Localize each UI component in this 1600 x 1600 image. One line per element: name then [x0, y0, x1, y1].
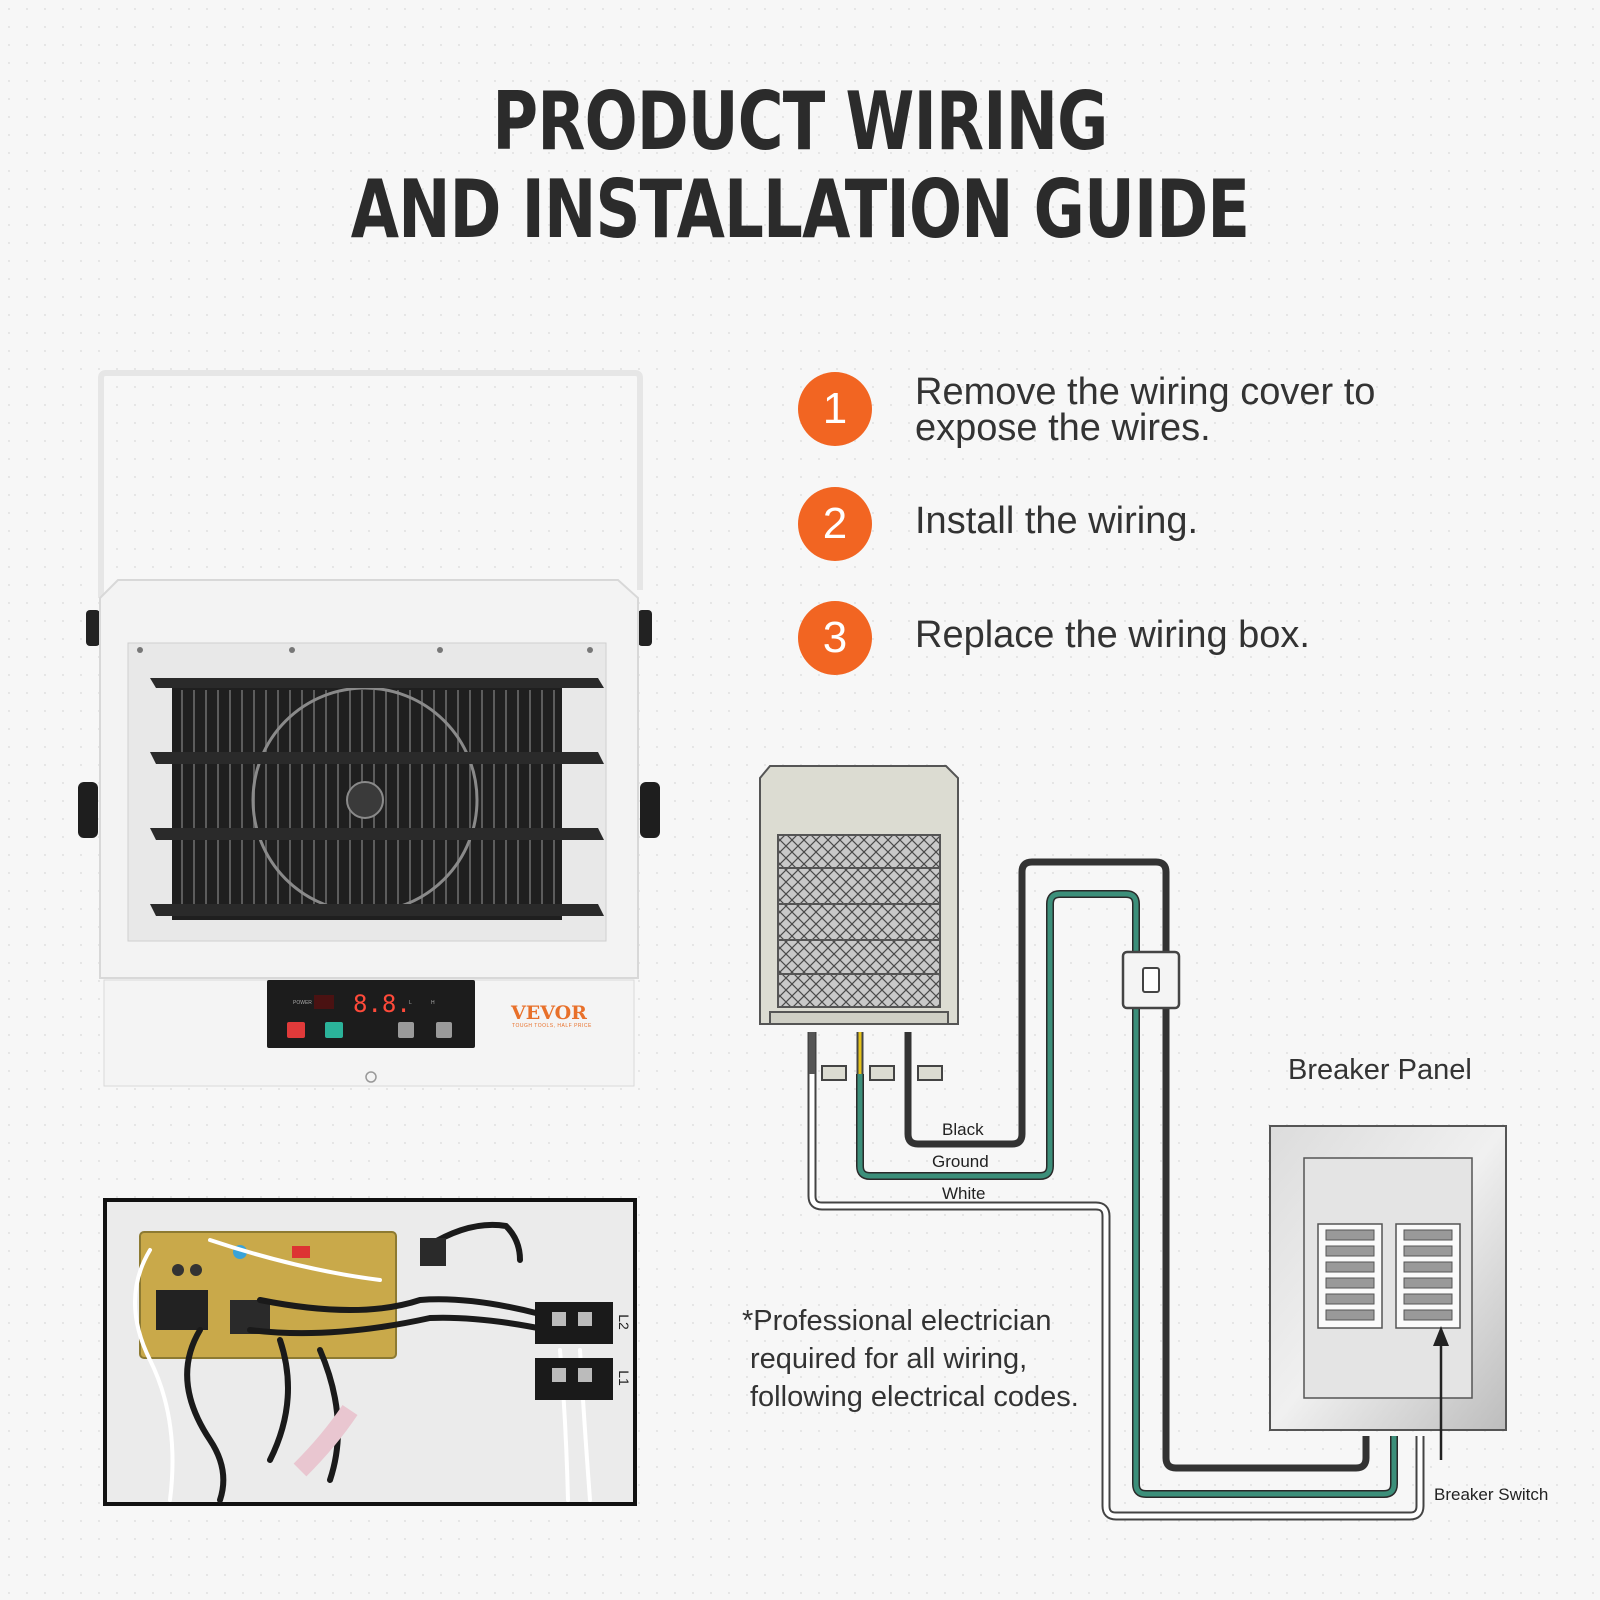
ground-wire-label: Ground: [932, 1152, 989, 1171]
wiring-diagram: [759, 765, 1507, 1521]
title-line-1: PRODUCT WIRING: [492, 75, 1108, 168]
heater-knob-right-top: [638, 610, 652, 646]
note-line-3: following electrical codes.: [750, 1381, 1079, 1413]
step-3-text: Replace the wiring box.: [915, 614, 1310, 656]
step-2-number-badge: 2: [798, 487, 872, 561]
up-button-icon[interactable]: [398, 1022, 414, 1038]
step-1-number-badge: 1: [798, 372, 872, 446]
terminal-l2: [535, 1302, 613, 1344]
high-label: H: [431, 1000, 435, 1006]
brand-logo: VEVOR: [511, 1002, 587, 1024]
breaker-switch-label: Breaker Switch: [1434, 1485, 1549, 1504]
wire-connector-1: [821, 1065, 847, 1081]
terminal-l2-label: L2: [615, 1314, 632, 1330]
page-title: PRODUCT WIRING AND INSTALLATION GUIDE: [176, 78, 1424, 254]
black-wire-label: Black: [942, 1120, 984, 1139]
breaker-panel-icon: [1269, 1125, 1507, 1431]
white-wire-label: White: [942, 1184, 986, 1203]
power-button-icon[interactable]: [287, 1022, 305, 1038]
low-label: L: [409, 1000, 412, 1006]
terminal-l1-label: L1: [615, 1370, 632, 1386]
temperature-display: 8.8.: [353, 990, 411, 1018]
electrician-note: *Professional electrician required for a…: [742, 1302, 1079, 1416]
breaker-panel-label: Breaker Panel: [1288, 1054, 1472, 1086]
step-3: 3 Replace the wiring box.: [798, 601, 1558, 681]
wiring-photo: [103, 1198, 637, 1506]
heater-knob-left-top: [86, 610, 100, 646]
heater-knob-right: [640, 782, 660, 838]
note-line-2: required for all wiring,: [750, 1343, 1028, 1375]
brand-tagline: TOUGH TOOLS, HALF PRICE: [512, 1023, 592, 1029]
mode-button-icon[interactable]: [325, 1022, 343, 1038]
wire-connector-3: [917, 1065, 943, 1081]
terminal-l1: [535, 1358, 613, 1400]
heater-product-image: [78, 370, 660, 1087]
step-3-number-badge: 3: [798, 601, 872, 675]
down-button-icon[interactable]: [436, 1022, 452, 1038]
step-2: 2 Install the wiring.: [798, 487, 1558, 567]
diagram-heater-icon: [759, 765, 959, 1025]
wire-connector-2: [869, 1065, 895, 1081]
step-1: 1 Remove the wiring cover to expose the …: [798, 372, 1558, 452]
step-2-text: Install the wiring.: [915, 500, 1199, 542]
note-line-1: *Professional electrician: [742, 1305, 1052, 1337]
heater-bracket: [98, 370, 643, 598]
step-1-text: Remove the wiring cover to expose the wi…: [915, 371, 1376, 449]
heater-louvers: [150, 678, 604, 916]
step-1-text-line-2: expose the wires.: [915, 407, 1211, 449]
heater-knob-left: [78, 782, 98, 838]
black-wire: [904, 858, 1370, 1472]
step-1-text-line-1: Remove the wiring cover to: [915, 371, 1376, 413]
title-line-2: AND INSTALLATION GUIDE: [350, 163, 1250, 256]
power-label: POWER: [293, 1000, 312, 1006]
